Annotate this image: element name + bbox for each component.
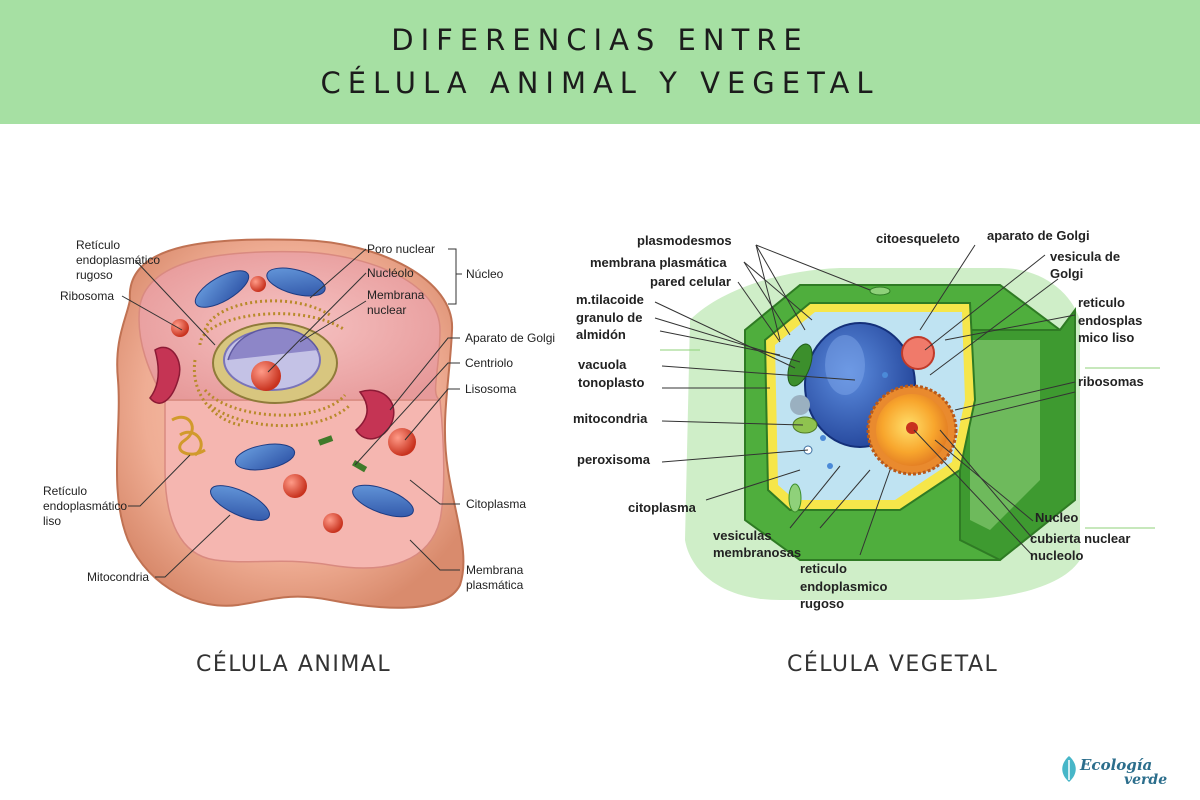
animal-label-nucleo: Núcleo (466, 267, 504, 281)
plant-label-reticulo-liso-3: mico liso (1078, 330, 1134, 345)
animal-label-centriolo: Centriolo (465, 356, 513, 370)
animal-label-reticulo-liso-3: liso (43, 514, 61, 528)
plant-cell-illustration (660, 268, 1160, 600)
title-banner: DIFERENCIAS ENTRE CÉLULA ANIMAL Y VEGETA… (0, 0, 1200, 124)
plant-label-cubierta-nuclear: cubierta nuclear (1030, 531, 1130, 546)
plant-label-vacuola: vacuola (578, 357, 627, 372)
plant-cell-side-highlight (970, 340, 1040, 530)
plant-label-aparato-golgi: aparato de Golgi (987, 228, 1090, 243)
plant-label-vesiculas-1: vesiculas (713, 528, 772, 543)
plant-nucleus (866, 384, 958, 476)
plant-label-nucleolo: nucleolo (1030, 548, 1084, 563)
animal-label-membrana-plasmatica-1: Membrana (466, 563, 524, 577)
plant-label-reticulo-rugoso-2: endoplasmico (800, 579, 887, 594)
animal-cell-illustration (115, 238, 465, 609)
animal-leader-lines (121, 248, 462, 578)
animal-label-reticulo-liso-1: Retículo (43, 484, 87, 498)
plant-label-reticulo-rugoso-1: reticulo (800, 561, 847, 576)
animal-caption: CÉLULA ANIMAL (196, 652, 392, 677)
logo-text-line-1: Ecología (1080, 756, 1153, 774)
plant-label-ribosomas: ribosomas (1078, 374, 1144, 389)
animal-smooth-er (171, 416, 206, 457)
animal-centriole (317, 435, 368, 473)
animal-label-ribosoma: Ribosoma (60, 289, 114, 303)
animal-label-reticulo-liso-2: endoplasmático (43, 499, 127, 513)
plant-label-nucleo: Nucleo (1035, 510, 1078, 525)
plant-label-tonoplasto: tonoplasto (578, 375, 644, 390)
plant-label-pared-celular: pared celular (650, 274, 731, 289)
plant-label-plasmodesmos: plasmodesmos (637, 233, 732, 248)
animal-label-nucleolo: Nucléolo (367, 266, 414, 280)
animal-label-membrana-nuclear-2: nuclear (367, 303, 406, 317)
plant-label-vesiculas-2: membranosas (713, 545, 801, 560)
logo-text-line-2: verde (1124, 772, 1168, 788)
animal-label-reticulo-rugoso-2: endoplasmático (76, 253, 160, 267)
plant-label-citoesqueleto: citoesqueleto (876, 231, 960, 246)
plant-label-mitocondria: mitocondria (573, 411, 648, 426)
plant-label-reticulo-liso-2: endosplas (1078, 313, 1142, 328)
leaf-icon (1062, 756, 1076, 782)
animal-label-citoplasma: Citoplasma (466, 497, 526, 511)
plant-labels: plasmodesmos membrana plasmática pared c… (573, 228, 1144, 611)
plant-label-granulo-1: granulo de (576, 310, 642, 325)
plant-label-vesicula-golgi-1: vesicula de (1050, 249, 1120, 264)
animal-golgi (149, 346, 395, 440)
plant-label-peroxisoma: peroxisoma (577, 452, 651, 467)
animal-label-aparato-golgi: Aparato de Golgi (465, 331, 555, 345)
title-line-1: DIFERENCIAS ENTRE (391, 23, 809, 57)
animal-label-mitocondria: Mitocondria (87, 570, 149, 584)
plant-label-reticulo-rugoso-3: rugoso (800, 596, 844, 611)
animal-label-reticulo-rugoso-3: rugoso (76, 268, 113, 282)
plant-label-tilacoide: m.tilacoide (576, 292, 644, 307)
plant-label-granulo-2: almidón (576, 327, 626, 342)
animal-labels: Retículo endoplasmático rugoso Ribosoma … (43, 238, 555, 592)
plant-label-citoplasma: citoplasma (628, 500, 697, 515)
animal-label-membrana-plasmatica-2: plasmática (466, 578, 524, 592)
animal-rough-er (192, 299, 352, 428)
title-line-2: CÉLULA ANIMAL Y VEGETAL (320, 66, 880, 100)
animal-label-reticulo-rugoso-1: Retículo (76, 238, 120, 252)
cells-diagram: Retículo endoplasmático rugoso Ribosoma … (43, 228, 1160, 611)
animal-nucleus (212, 322, 338, 404)
plant-label-membrana-plasmatica: membrana plasmática (590, 255, 727, 270)
plant-golgi (901, 336, 935, 370)
vegetal-caption: CÉLULA VEGETAL (787, 652, 999, 677)
animal-label-lisosoma: Lisosoma (465, 382, 517, 396)
plant-label-vesicula-golgi-2: Golgi (1050, 266, 1083, 281)
plant-label-reticulo-liso-1: reticulo (1078, 295, 1125, 310)
animal-mitochondria (194, 267, 414, 521)
animal-label-membrana-nuclear-1: Membrana (367, 288, 425, 302)
animal-label-poro-nuclear: Poro nuclear (367, 242, 435, 256)
plant-leader-lines (654, 244, 1076, 557)
